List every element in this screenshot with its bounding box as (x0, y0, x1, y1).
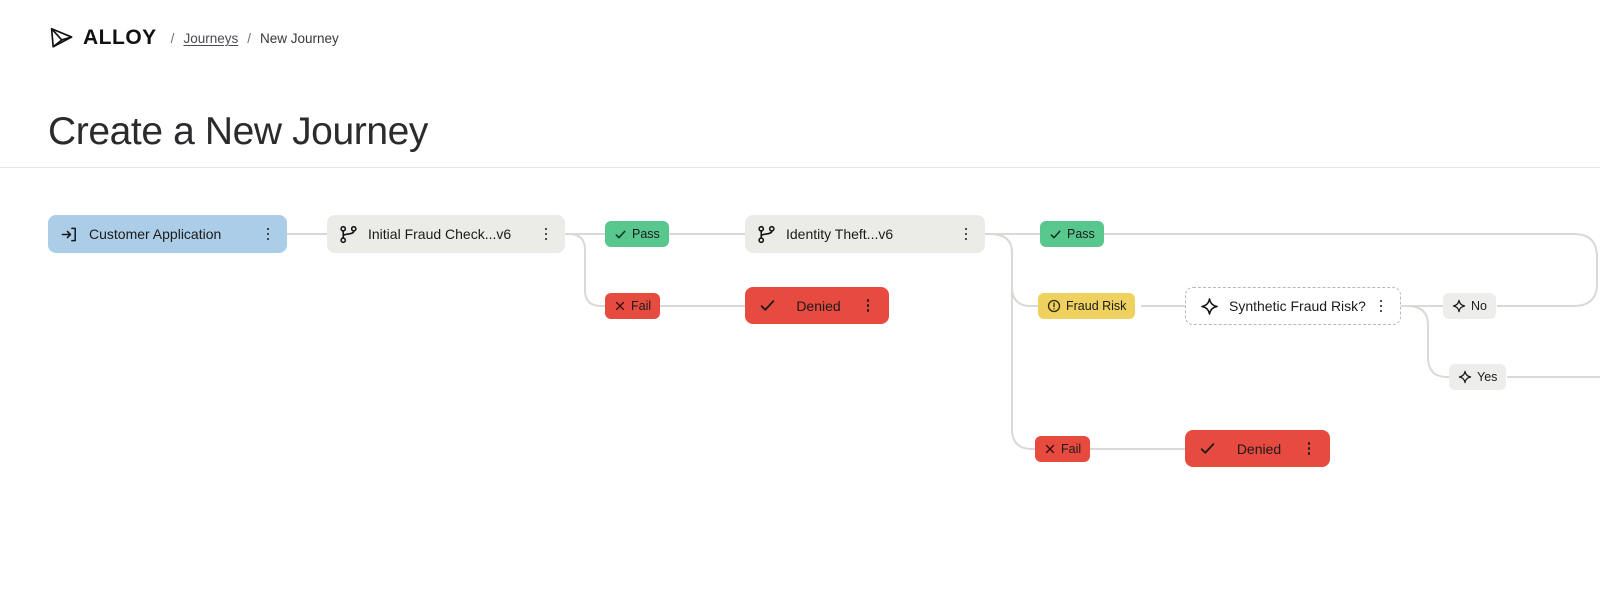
edge-label-yes: Yes (1449, 364, 1507, 390)
edge-label-text: Fail (1061, 442, 1082, 456)
breadcrumb-separator: / (170, 31, 175, 46)
check-icon (614, 228, 627, 241)
header-divider (0, 167, 1600, 168)
breadcrumb-journeys-link[interactable]: Journeys (183, 31, 239, 46)
journey-flow-canvas: Customer Application Initial Fraud Check… (0, 167, 1600, 613)
node-label: Denied (796, 297, 841, 314)
edge-label-fail: Fail (605, 293, 661, 319)
kebab-menu-icon[interactable] (959, 223, 973, 245)
x-icon (614, 300, 626, 312)
breadcrumb-separator: / (247, 31, 251, 46)
flow-connectors (287, 233, 1600, 450)
connector (565, 233, 605, 307)
check-icon (1049, 228, 1062, 241)
branch-icon (757, 225, 776, 244)
edge-label-no: No (1443, 293, 1496, 319)
edge-label-pass: Pass (605, 221, 669, 247)
breadcrumb: ALLOY / Journeys / New Journey (48, 24, 339, 51)
edge-label-pass: Pass (1040, 221, 1104, 247)
alloy-logo-icon (48, 24, 75, 51)
alert-icon (1047, 299, 1061, 313)
check-icon (759, 297, 776, 314)
check-icon (1199, 440, 1216, 457)
alloy-brand[interactable]: ALLOY (48, 24, 157, 51)
node-label: Synthetic Fraud Risk? (1229, 298, 1366, 314)
sparkle-icon (1458, 370, 1472, 384)
node-customer-application[interactable]: Customer Application (48, 215, 287, 253)
node-label: Identity Theft...v6 (786, 226, 894, 242)
sign-in-icon (60, 225, 79, 244)
connector (1011, 286, 1038, 307)
kebab-menu-icon[interactable] (861, 295, 875, 317)
page-title: Create a New Journey (48, 110, 429, 154)
node-label: Customer Application (89, 226, 222, 242)
edge-label-text: Pass (632, 227, 660, 241)
x-icon (1044, 443, 1056, 455)
alloy-brand-text: ALLOY (83, 25, 157, 49)
edge-label-text: Fraud Risk (1066, 299, 1127, 313)
connector (985, 233, 1035, 450)
edge-label-fail: Fail (1035, 436, 1091, 462)
kebab-menu-icon[interactable] (539, 223, 553, 245)
breadcrumb-current: New Journey (259, 31, 339, 46)
kebab-menu-icon[interactable] (261, 223, 275, 245)
sparkle-icon (1200, 297, 1219, 316)
branch-icon (339, 225, 358, 244)
edge-label-text: Yes (1477, 370, 1498, 384)
connector (1102, 233, 1598, 307)
node-denied-bottom[interactable]: Denied (1185, 430, 1330, 467)
node-initial-fraud-check[interactable]: Initial Fraud Check...v6 (327, 215, 565, 253)
connector (1401, 305, 1449, 378)
sparkle-icon (1452, 299, 1466, 313)
node-label: Initial Fraud Check...v6 (368, 226, 512, 242)
edge-label-text: No (1471, 299, 1487, 313)
node-denied-top[interactable]: Denied (745, 287, 889, 324)
edge-label-text: Pass (1067, 227, 1095, 241)
node-identity-theft[interactable]: Identity Theft...v6 (745, 215, 985, 253)
edge-label-fraud-risk: Fraud Risk (1038, 293, 1136, 319)
edge-label-text: Fail (631, 299, 652, 313)
node-label: Denied (1236, 440, 1282, 457)
node-synthetic-fraud-risk[interactable]: Synthetic Fraud Risk? (1185, 287, 1401, 325)
kebab-menu-icon[interactable] (1376, 295, 1386, 317)
kebab-menu-icon[interactable] (1302, 438, 1316, 460)
